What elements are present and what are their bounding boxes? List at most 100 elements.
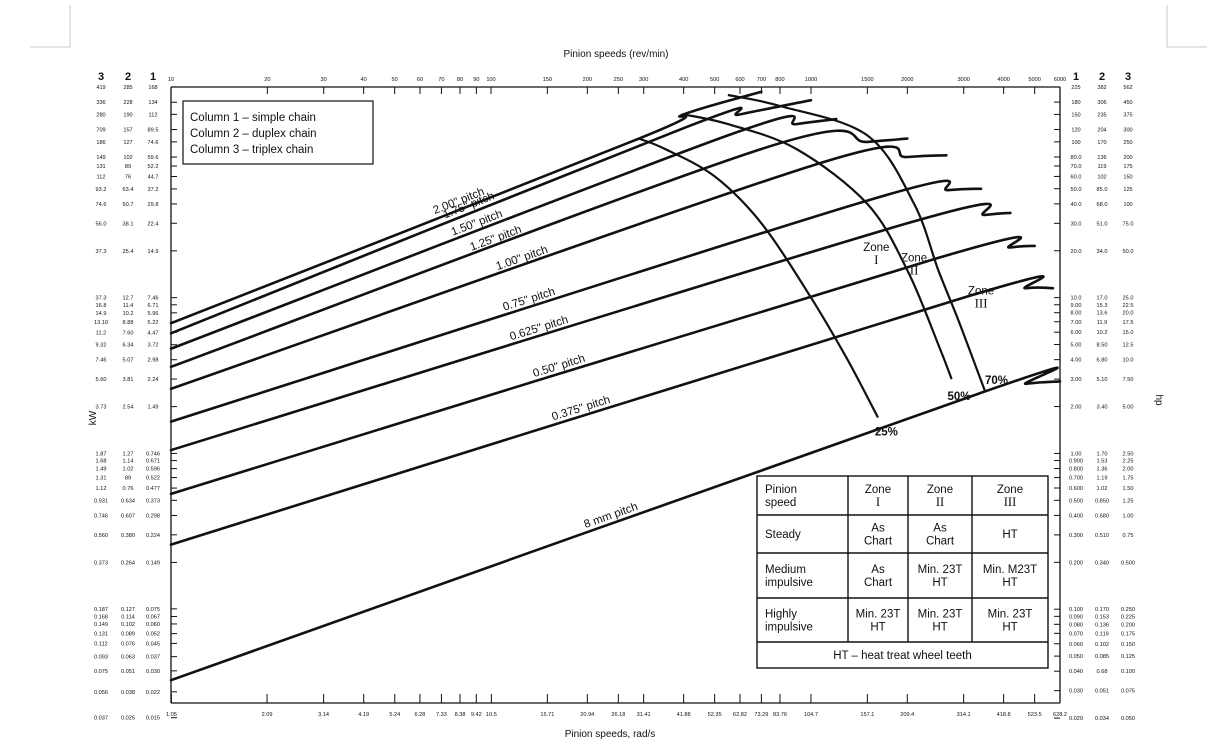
zone-annotation-number: II	[910, 263, 919, 278]
right-tick-label: 0.090	[1069, 614, 1083, 620]
zone-annotation: Zone	[863, 242, 889, 254]
right-tick-label: 0.034	[1095, 716, 1109, 722]
legend-entry: Column 3 – triplex chain	[190, 144, 313, 156]
table-cell-text: Steady	[765, 529, 801, 541]
left-tick-label: 44.7	[148, 175, 159, 181]
right-tick-label: 8.00	[1071, 311, 1082, 317]
table-cell-text: Chart	[864, 577, 893, 589]
right-tick-label: 0.170	[1095, 607, 1109, 613]
left-tick-label: 2.54	[123, 405, 134, 411]
pitch-curve-1	[169, 98, 813, 335]
pitch-label: 0.75" pitch	[502, 286, 557, 314]
right-tick-label: 70.0	[1071, 164, 1082, 170]
left-tick-label: 6.71	[148, 303, 159, 309]
table-cell-text: I	[876, 495, 880, 509]
right-tick-label: 0.300	[1069, 533, 1083, 539]
right-tick-label: 250	[1123, 140, 1132, 146]
right-tick-label: 0.080	[1069, 622, 1083, 628]
zone-annotation-number: I	[874, 252, 878, 267]
top-tick-label: 2000	[901, 77, 913, 83]
right-tick-label: 68.0	[1097, 202, 1108, 208]
left-tick-label: 0.380	[121, 533, 135, 539]
top-tick-label: 150	[543, 77, 552, 83]
left-tick-label: 1.49	[96, 467, 107, 473]
pitch-curve-4	[169, 145, 948, 391]
left-tick-label: 37.3	[96, 296, 107, 302]
left-tick-label: 9.32	[96, 343, 107, 349]
right-tick-label: 200	[1123, 155, 1132, 161]
pitch-curve-0	[169, 90, 763, 325]
right-tick-label: 20.0	[1071, 249, 1082, 255]
left-tick-label: 709	[96, 128, 105, 134]
right-tick-label: 0.225	[1121, 614, 1135, 620]
right-tick-label: 1.25	[1123, 498, 1134, 504]
right-tick-label: 180	[1071, 100, 1080, 106]
left-column-header: 2	[125, 71, 131, 83]
zone-boundaries	[638, 93, 987, 419]
top-tick-label: 50	[392, 77, 398, 83]
left-tick-label: 29.8	[148, 202, 159, 208]
table-cell-text: Min. 23T	[856, 609, 901, 621]
left-tick-label: 0.224	[146, 533, 160, 539]
table-cell-text: Min. 23T	[988, 609, 1033, 621]
right-tick-label: 102	[1097, 174, 1106, 180]
table-cell-text: Zone	[997, 484, 1023, 496]
right-tick-label: 7.00	[1071, 320, 1082, 326]
right-tick-label: 300	[1123, 128, 1132, 134]
left-tick-label: 0.149	[146, 560, 160, 566]
right-tick-label: 0.150	[1121, 642, 1135, 648]
left-tick-label: 0.607	[121, 514, 135, 520]
zone-annotation-number: III	[975, 295, 988, 310]
right-tick-label: 3.40	[1097, 405, 1108, 411]
pitch-curve-8	[169, 275, 1055, 546]
right-tick-label: 3.00	[1071, 377, 1082, 383]
bottom-tick-label: 2.09	[262, 712, 273, 718]
left-tick-label: 0.373	[94, 560, 108, 566]
left-tick-label: 0.298	[146, 514, 160, 520]
top-tick-label: 90	[473, 77, 479, 83]
left-tick-label: 1.14	[123, 459, 134, 465]
table-cell-text: Pinion	[765, 484, 797, 496]
left-tick-label: 168	[148, 85, 157, 91]
right-tick-label: 30.0	[1071, 221, 1082, 227]
table-cell-text: impulsive	[765, 622, 813, 634]
right-tick-label: 7.50	[1123, 377, 1134, 383]
table-cell-text: HT	[1002, 577, 1017, 589]
left-tick-label: 0.056	[94, 690, 108, 696]
right-tick-label: 225	[1071, 85, 1080, 91]
percent-annotation: 25%	[875, 427, 898, 439]
right-tick-label: 125	[1123, 187, 1132, 193]
x-top-axis-label: Pinion speeds (rev/min)	[563, 49, 668, 60]
left-tick-label: 112	[97, 175, 106, 181]
right-tick-label: 51.0	[1097, 221, 1108, 227]
table-cell-text: II	[936, 495, 944, 509]
right-tick-label: 0.680	[1095, 513, 1109, 519]
table-cell-text: HT	[932, 622, 947, 634]
right-tick-label: 10.0	[1123, 358, 1134, 364]
right-column-header: 1	[1073, 71, 1079, 83]
bottom-tick-label: 1.05	[166, 712, 177, 718]
left-tick-label: 0.596	[146, 467, 160, 473]
left-tick-label: 0.015	[146, 716, 160, 722]
left-tick-label: 8.88	[123, 320, 134, 326]
right-tick-label: 375	[1123, 112, 1132, 118]
table-cell-text: Chart	[864, 536, 893, 548]
right-tick-label: 0.040	[1069, 669, 1083, 675]
top-tick-label: 5000	[1028, 77, 1040, 83]
bottom-tick-label: 83.76	[773, 712, 787, 718]
right-tick-label: 11.9	[1097, 320, 1107, 326]
left-tick-label: 0.038	[121, 690, 135, 696]
right-tick-label: 13.6	[1097, 311, 1108, 317]
right-tick-label: 40.0	[1071, 202, 1082, 208]
right-tick-label: 0.050	[1121, 716, 1135, 722]
bottom-tick-label: 41.88	[677, 712, 691, 718]
left-tick-label: 0.037	[146, 655, 160, 661]
right-tick-label: 100	[1123, 202, 1132, 208]
left-tick-label: 127	[123, 140, 132, 146]
bottom-tick-label: 3.14	[318, 712, 329, 718]
bottom-tick-label: 52.35	[708, 712, 722, 718]
left-tick-label: 5.60	[96, 377, 107, 383]
right-tick-label: 1.00	[1123, 513, 1134, 519]
right-column-header: 2	[1099, 71, 1105, 83]
